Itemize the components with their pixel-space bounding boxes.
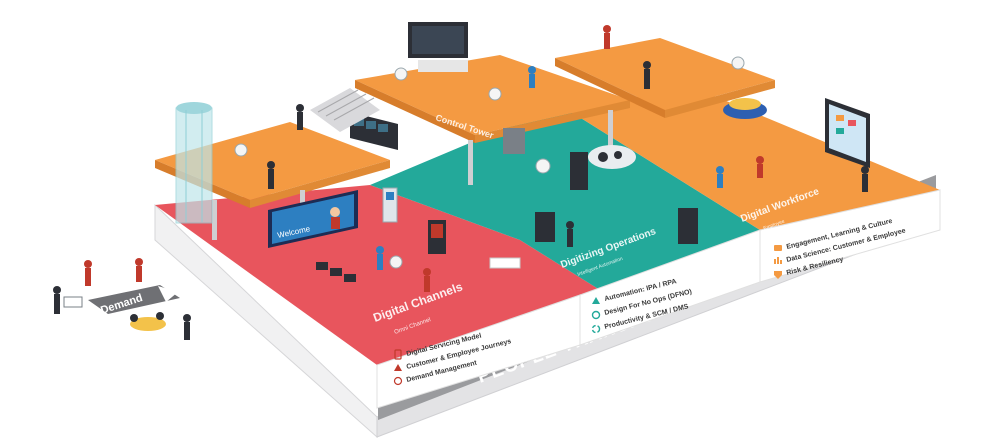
control-tower-screens <box>408 22 468 72</box>
bench-seats <box>316 257 521 282</box>
gear-icon <box>591 310 601 320</box>
chat-icon <box>774 245 782 251</box>
zone-operations-floor <box>370 105 760 290</box>
robot-icon <box>592 297 600 304</box>
people-figures <box>267 25 869 292</box>
tablet-board <box>825 98 870 168</box>
glass-elevator <box>175 102 213 224</box>
cycle-icon <box>591 324 601 334</box>
robot-figures <box>234 56 745 269</box>
info-band-workforce <box>759 189 941 283</box>
phone-icon <box>394 349 402 360</box>
cloud-gears <box>588 145 636 169</box>
monitor-wall <box>350 112 398 150</box>
shield-icon <box>774 271 782 279</box>
people-icon <box>394 364 402 371</box>
mezzanine-right <box>555 38 775 110</box>
welcome-screen: Welcome <box>268 190 358 248</box>
demand-area: Demand <box>53 258 191 340</box>
zone-digital-channels-floor <box>155 185 600 365</box>
mezzanine-left <box>155 122 390 200</box>
wifi-icon <box>393 376 403 386</box>
chart-icon <box>774 257 782 264</box>
staircase <box>310 88 380 132</box>
zone-workforce-floor <box>560 90 940 230</box>
round-booth <box>723 98 767 119</box>
kiosk-machines <box>382 187 446 254</box>
server-racks <box>503 128 698 244</box>
